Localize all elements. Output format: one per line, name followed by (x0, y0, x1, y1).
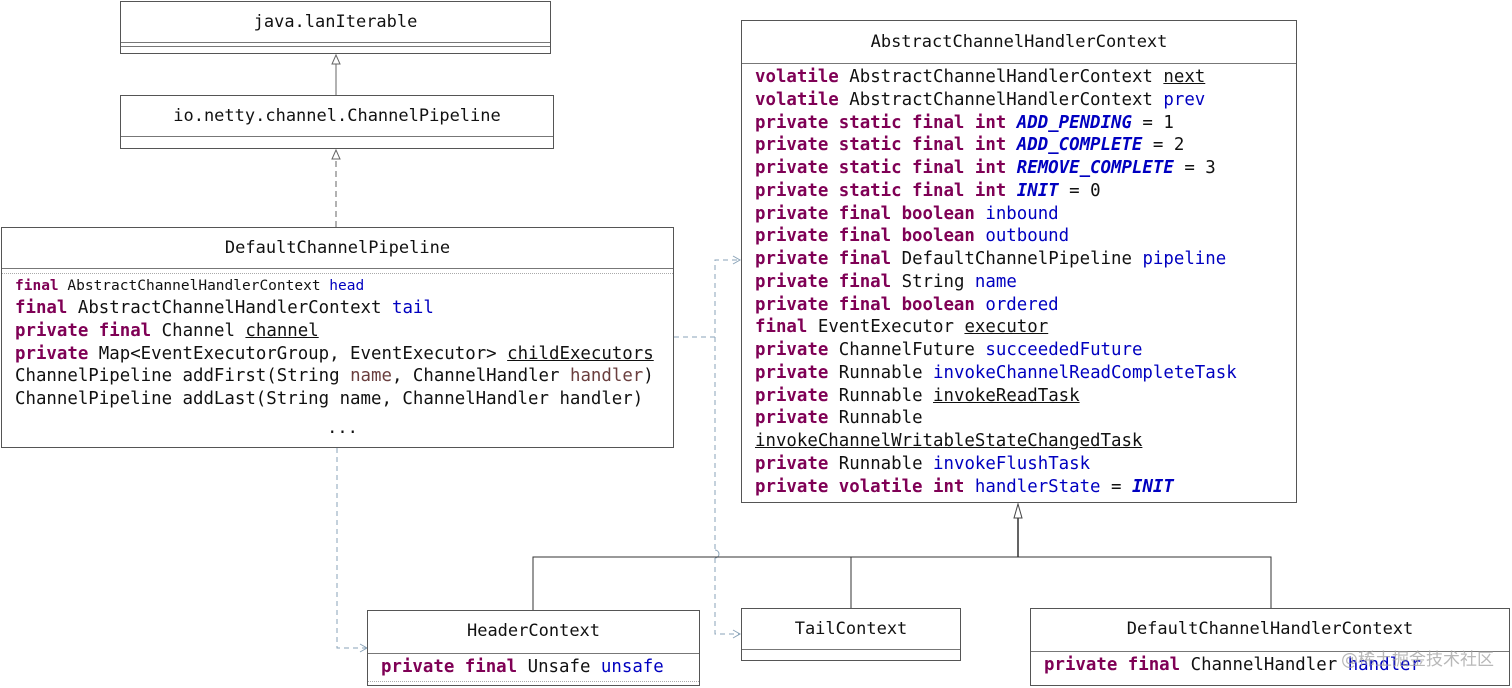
context-field-row: private static final int INIT = 0 (755, 180, 1101, 201)
default-pipeline-ellipsis: ... (327, 418, 358, 438)
default-context-divider (1031, 651, 1509, 652)
pipeline-to-context-dependency (674, 255, 742, 639)
header-context-fields: private final Unsafe unsafe (381, 656, 695, 679)
context-field-row: private final boolean inbound (755, 203, 1059, 224)
channel-pipeline-class-box: io.netty.channel.ChannelPipeline (120, 95, 554, 149)
iterable-attr-divider (121, 42, 550, 43)
member-channel: private final Channel channel (15, 320, 319, 341)
member-tail: final AbstractChannelHandlerContext tail (15, 298, 434, 318)
context-field-row: private Runnable invokeFlushTask (755, 453, 1091, 474)
context-field-row: private Runnable invokeReadTask (755, 385, 1080, 406)
context-field-row: volatile AbstractChannelHandlerContext p… (755, 89, 1206, 110)
tail-context-divider (742, 649, 960, 650)
default-pipeline-members: final AbstractChannelHandlerContext head… (15, 276, 669, 411)
context-field-row: private Runnable (755, 408, 923, 429)
context-field-row: private ChannelFuture succeededFuture (755, 340, 1143, 360)
member-head: final AbstractChannelHandlerContext head (15, 278, 365, 294)
context-field-row: volatile AbstractChannelHandlerContext n… (755, 67, 1206, 87)
context-field-row: private final String name (755, 271, 1017, 292)
context-field-row: private final DefaultChannelPipeline pip… (755, 249, 1227, 269)
context-inheritance-tree (532, 502, 1272, 610)
context-field-row: private static final int ADD_COMPLETE = … (755, 135, 1185, 156)
context-field-row: private volatile int handlerState = INIT (755, 476, 1174, 497)
channel-pipeline-attr-divider (121, 136, 553, 137)
context-field-row: invokeChannelWritableStateChangedTask (755, 431, 1143, 451)
method-add-first: ChannelPipeline addFirst(String name, Ch… (15, 366, 654, 387)
default-pipeline-class-title: DefaultChannelPipeline (224, 238, 451, 258)
abstract-context-fields: volatile AbstractChannelHandlerContext n… (755, 66, 1292, 498)
context-field-row: private static final int ADD_PENDING = 1 (755, 112, 1174, 133)
channel-pipeline-class-title: io.netty.channel.ChannelPipeline (173, 106, 501, 126)
header-context-class-box: HeaderContext private final Unsafe unsaf… (367, 610, 700, 686)
watermark-text: @稀土掘金技术社区 (1341, 650, 1494, 670)
header-context-class-title: HeaderContext (466, 621, 601, 641)
context-field-row: private final boolean ordered (755, 294, 1059, 315)
tail-context-class-box: TailContext (741, 608, 961, 661)
default-context-class-title: DefaultChannelHandlerContext (1126, 619, 1414, 639)
context-field-row: private static final int REMOVE_COMPLETE… (755, 158, 1216, 178)
header-context-bottom-divider (368, 681, 699, 682)
tail-context-class-title: TailContext (794, 619, 908, 639)
default-pipeline-class-box: DefaultChannelPipeline final AbstractCha… (1, 227, 674, 448)
method-add-last: ChannelPipeline addLast(String name, Cha… (15, 389, 644, 409)
member-child-executors: private Map<EventExecutorGroup, EventExe… (15, 343, 654, 364)
abstract-context-class-title: AbstractChannelHandlerContext (870, 32, 1168, 52)
context-field-row: final EventExecutor executor (755, 317, 1049, 338)
iterable-method-divider (121, 46, 550, 47)
field-unsafe: private final Unsafe unsafe (381, 657, 664, 677)
iterable-class-box: java.lanIterable (120, 1, 551, 54)
field-handler: private final ChannelHandler handler (1044, 655, 1421, 675)
default-context-fields: private final ChannelHandler handler (1044, 654, 1505, 677)
default-pipeline-divider (2, 268, 673, 269)
iterable-class-title: java.lanIterable (253, 12, 418, 32)
pipeline-to-header-dependency (336, 448, 369, 653)
abstract-context-class-box: AbstractChannelHandlerContext volatile A… (741, 20, 1297, 503)
default-pipeline-divider-dotted (2, 273, 673, 274)
abstract-context-divider (742, 63, 1296, 64)
header-context-divider (368, 653, 699, 654)
pipeline-to-iterable-arrow (331, 53, 341, 95)
context-field-row: private Runnable invokeChannelReadComple… (755, 362, 1237, 383)
context-field-row: private final boolean outbound (755, 226, 1070, 247)
default-context-class-box: DefaultChannelHandlerContext private fin… (1030, 608, 1510, 686)
default-pipeline-to-pipeline-arrow (331, 148, 341, 227)
